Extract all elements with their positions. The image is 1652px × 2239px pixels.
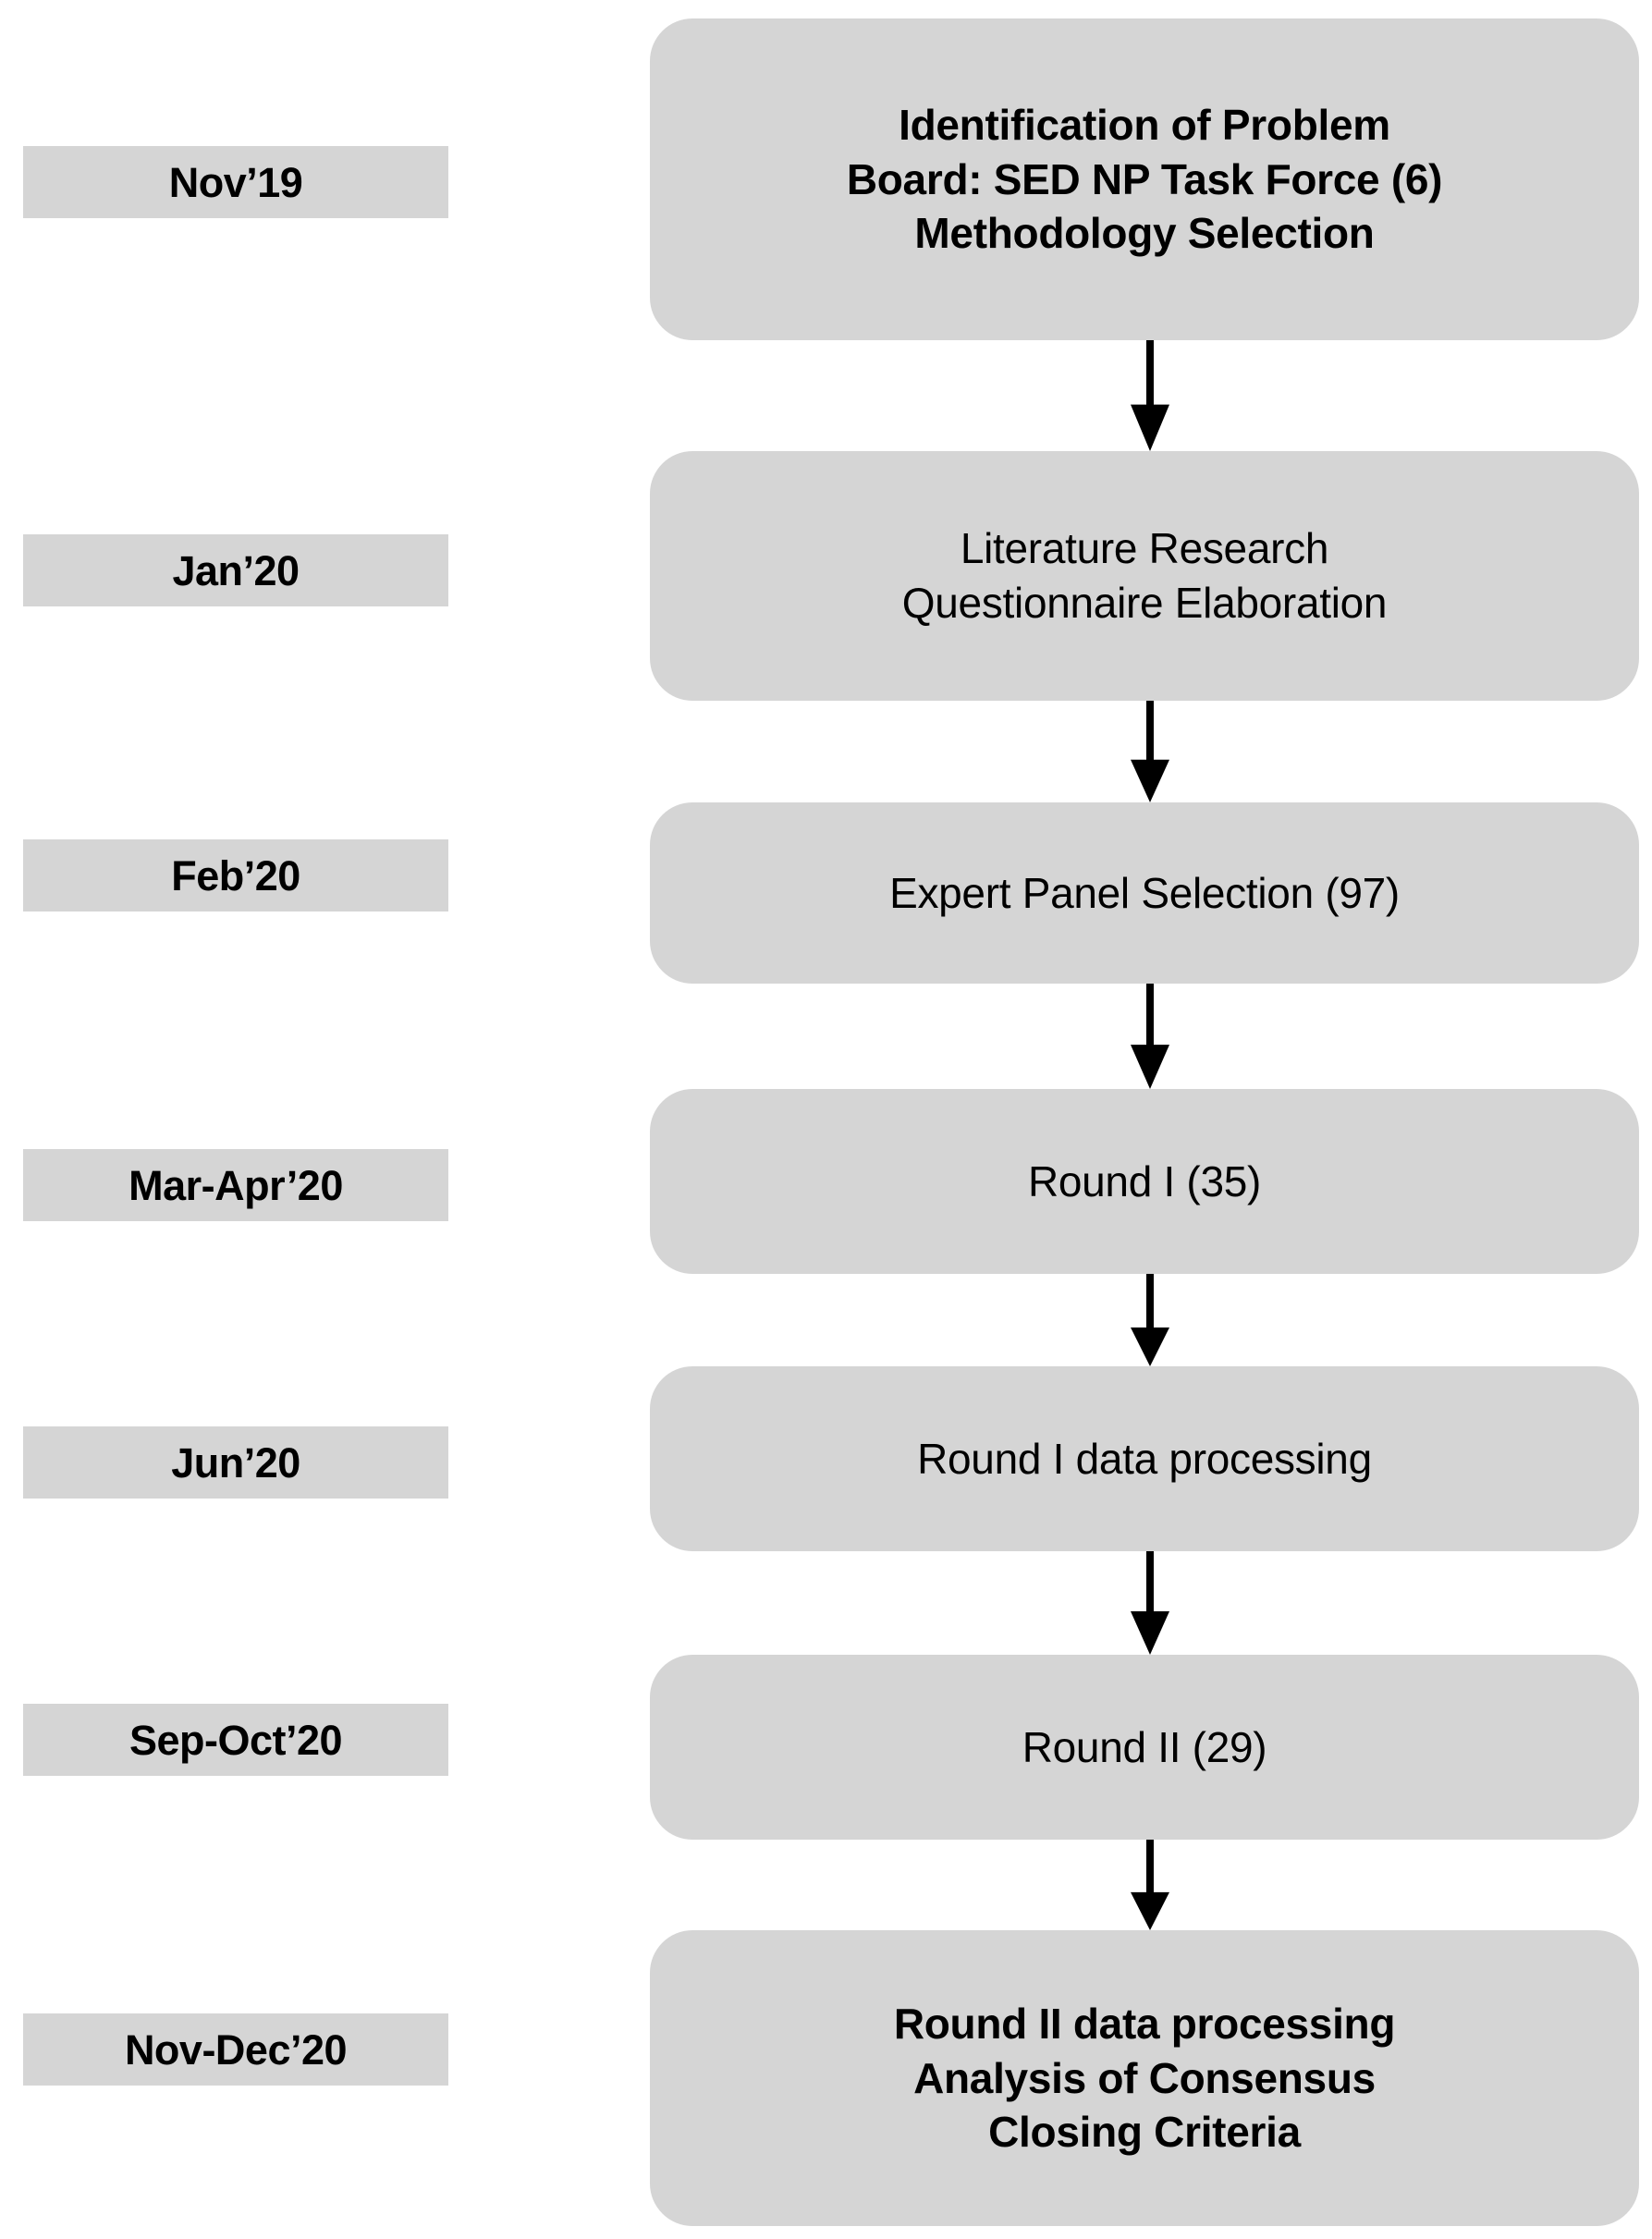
date-label: Nov-Dec’20	[124, 2025, 348, 2074]
step-box-round-i: Round I (35)	[650, 1089, 1639, 1274]
arrow-down-icon-5	[1130, 1551, 1170, 1655]
step-box-literature-research: Literature Research Questionnaire Elabor…	[650, 451, 1639, 701]
date-chip-jan20: Jan’20	[23, 534, 448, 606]
step-label: Round I (35)	[1027, 1156, 1262, 1205]
date-label: Nov’19	[168, 158, 303, 206]
step-label: Literature Research Questionnaire Elabor…	[901, 524, 1388, 627]
step-label: Round II data processing Analysis of Con…	[893, 1999, 1396, 2157]
date-label: Sep-Oct’20	[128, 1716, 343, 1764]
arrow-down-icon-4	[1130, 1274, 1170, 1366]
arrow-down-icon-3	[1130, 984, 1170, 1089]
date-chip-sep-oct20: Sep-Oct’20	[23, 1704, 448, 1776]
date-label: Feb’20	[171, 851, 300, 899]
date-chip-mar-apr20: Mar-Apr’20	[23, 1149, 448, 1221]
step-box-round-ii: Round II (29)	[650, 1655, 1639, 1840]
arrow-down-icon-1	[1130, 340, 1170, 451]
date-chip-nov19: Nov’19	[23, 146, 448, 218]
date-label: Jan’20	[172, 546, 300, 594]
step-label: Expert Panel Selection (97)	[889, 868, 1400, 917]
step-label: Round I data processing	[917, 1434, 1372, 1483]
step-box-identification-of-problem: Identification of Problem Board: SED NP …	[650, 18, 1639, 340]
arrow-down-icon-6	[1130, 1840, 1170, 1930]
date-label: Mar-Apr’20	[128, 1161, 343, 1209]
step-box-round-ii-data-processing: Round II data processing Analysis of Con…	[650, 1930, 1639, 2226]
date-chip-jun20: Jun’20	[23, 1426, 448, 1499]
arrow-down-icon-2	[1130, 701, 1170, 802]
date-label: Jun’20	[171, 1438, 300, 1487]
step-label: Round II (29)	[1022, 1722, 1267, 1771]
date-chip-feb20: Feb’20	[23, 839, 448, 912]
step-box-round-i-data-processing: Round I data processing	[650, 1366, 1639, 1551]
step-box-expert-panel-selection: Expert Panel Selection (97)	[650, 802, 1639, 984]
date-chip-nov-dec20: Nov-Dec’20	[23, 2013, 448, 2086]
step-label: Identification of Problem Board: SED NP …	[846, 100, 1443, 258]
